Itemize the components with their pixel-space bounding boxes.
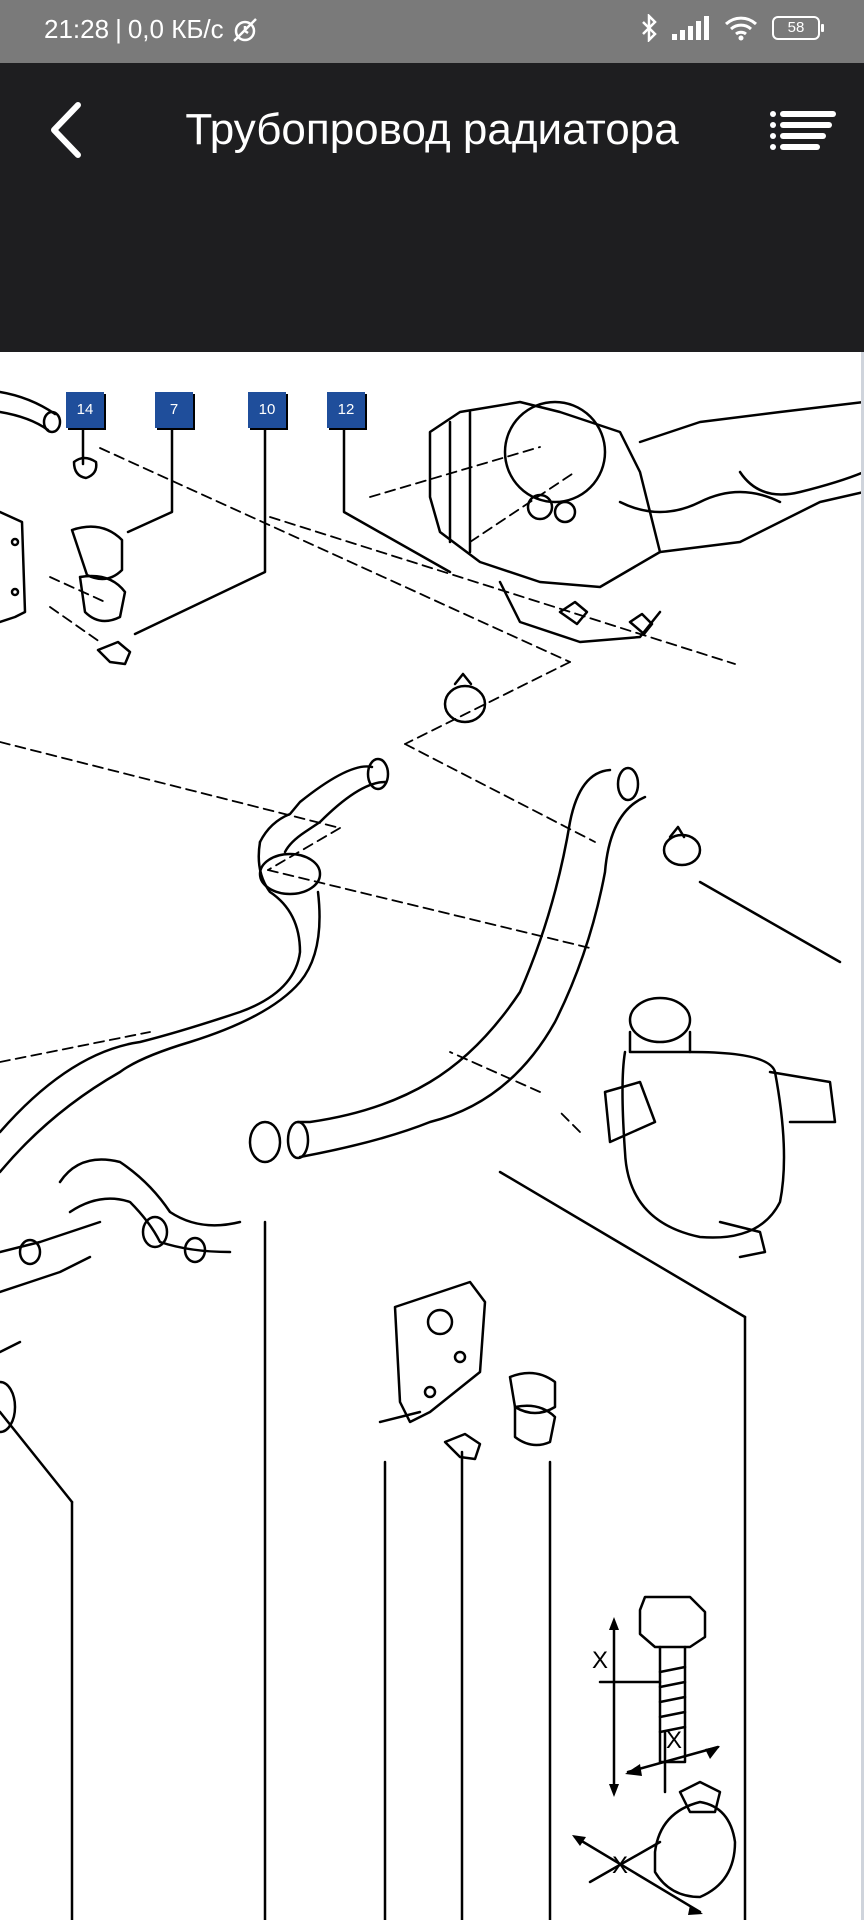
hose-main [0, 840, 302, 1134]
status-network-speed: 0,0 КБ/с [127, 14, 224, 44]
callout-7[interactable]: 7 [155, 392, 193, 428]
engine-assembly [428, 400, 864, 644]
bolt-lower [443, 1432, 482, 1461]
bolt-detail [598, 1595, 720, 1794]
leader-line-12 [342, 396, 452, 574]
status-right: 58 [640, 14, 824, 42]
callout-12[interactable]: 12 [327, 392, 365, 428]
leader-line-10 [133, 396, 267, 636]
pipe-cluster-left [0, 1158, 242, 1434]
clamp-12 [443, 684, 487, 724]
dimension-label-x-1: X [592, 1647, 609, 1674]
bluetooth-icon [642, 14, 657, 42]
clamp-pair-lower [508, 1371, 557, 1415]
diagram-drawing [0, 390, 864, 1922]
clamp-detail [573, 1780, 737, 1914]
coolant-reservoir [603, 996, 837, 1259]
status-time: 21:28 [44, 14, 110, 44]
dimension-label-x-2: X [666, 1727, 683, 1754]
callout-10[interactable]: 10 [248, 392, 286, 428]
app-bar: Трубопровод радиатора [0, 63, 864, 352]
leader-line-7 [126, 396, 174, 534]
scroll-edge [861, 352, 864, 1920]
bracket-lower [378, 1280, 487, 1424]
muted-alarm-icon [232, 17, 257, 42]
dimension-arrows [572, 1617, 720, 1915]
menu-button[interactable] [768, 105, 838, 155]
status-bar: 21:28 | 0,0 КБ/с 58 [0, 0, 864, 63]
clamp-upper-right [662, 833, 702, 867]
hose-upper-middle [258, 765, 374, 844]
parts-diagram: X X X 14 7 10 12 [0, 352, 864, 1922]
dimension-label-x-3: X [612, 1852, 629, 1879]
page-title: Трубопровод радиатора [185, 105, 679, 154]
bolt-10 [96, 640, 132, 666]
connector-lines [0, 446, 736, 1133]
hose-top-left [0, 390, 57, 416]
clamp-7 [70, 525, 124, 581]
clamp-lower [248, 1120, 282, 1164]
status-separator: | [115, 14, 122, 44]
signal-icon [672, 16, 709, 40]
back-button[interactable] [40, 95, 100, 165]
clamp-14 [72, 456, 98, 480]
bracket-left [0, 510, 27, 624]
chevron-left-icon [51, 102, 81, 158]
battery-icon: 58 [772, 16, 824, 40]
wifi-icon [724, 16, 758, 41]
hose-right [296, 768, 612, 1124]
list-menu-icon [770, 111, 836, 150]
callout-14[interactable]: 14 [66, 392, 104, 428]
battery-level: 58 [787, 19, 805, 36]
status-left: 21:28 | 0,0 КБ/с [44, 14, 260, 45]
